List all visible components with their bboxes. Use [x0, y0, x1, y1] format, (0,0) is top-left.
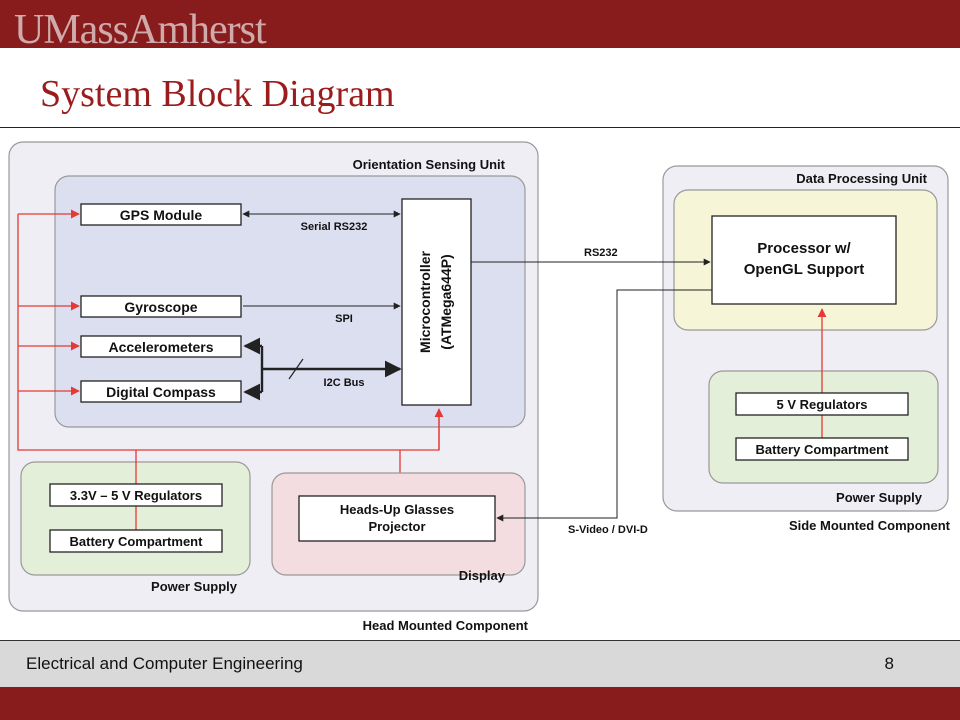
digital-compass-box	[80, 380, 242, 403]
head-battery-box	[49, 529, 223, 553]
spi-link-label: SPI	[335, 313, 353, 325]
top-banner: UMassAmherst	[0, 0, 960, 48]
side-regulators-label: 5 V Regulators	[776, 397, 867, 412]
i2c-slash	[288, 358, 304, 380]
umass-logo: UMassAmherst	[14, 7, 267, 48]
gps-module-label: GPS Module	[120, 207, 203, 223]
system-block-diagram: Head Mounted Component Orientation Sensi…	[8, 141, 951, 633]
accelerometers-box	[80, 335, 242, 358]
slide-title: System Block Diagram	[40, 73, 395, 115]
department-name: Electrical and Computer Engineering	[26, 654, 303, 673]
projector-label-line1: Heads-Up Glasses	[340, 502, 454, 517]
head-power-supply-label: Power Supply	[151, 579, 238, 594]
head-mounted-label: Head Mounted Component	[363, 618, 529, 633]
gps-module-box	[80, 203, 242, 226]
digital-compass-label: Digital Compass	[106, 384, 216, 400]
microcontroller-part-label: (ATMega644P)	[438, 254, 454, 349]
i2c-bus	[260, 346, 400, 392]
processor-label-line1: Processor w/	[757, 240, 851, 257]
projector-label-line2: Projector	[368, 519, 425, 534]
rs232-label: RS232	[584, 247, 618, 259]
i2c-bus-label: I2C Bus	[324, 377, 365, 389]
processor-label-line2: OpenGL Support	[744, 261, 865, 278]
accelerometers-label: Accelerometers	[108, 339, 213, 355]
projector-box	[298, 495, 496, 542]
side-regulators-box	[735, 392, 909, 416]
bottom-banner	[0, 687, 960, 720]
orientation-unit-label: Orientation Sensing Unit	[353, 157, 506, 172]
video-link	[496, 289, 712, 522]
processor-box	[711, 215, 897, 305]
side-power-supply	[708, 370, 939, 484]
head-regulators-box	[49, 483, 223, 507]
side-battery-box	[735, 437, 909, 461]
footer-bar: Electrical and Computer Engineering 8	[0, 640, 960, 687]
head-regulators-label: 3.3V – 5 V Regulators	[70, 488, 202, 503]
microcontroller-box	[401, 198, 472, 406]
gyroscope-box	[80, 295, 242, 318]
side-mounted-label: Side Mounted Component	[789, 518, 951, 533]
side-battery-label: Battery Compartment	[756, 442, 890, 457]
side-power-supply-label: Power Supply	[836, 490, 923, 505]
microcontroller-label: Microcontroller	[417, 250, 433, 352]
serial-link-label: Serial RS232	[301, 221, 368, 233]
gyroscope-label: Gyroscope	[124, 299, 197, 315]
display-label: Display	[459, 568, 506, 583]
page-number: 8	[884, 654, 894, 673]
video-link-label: S-Video / DVI-D	[568, 524, 648, 536]
data-processing-label: Data Processing Unit	[796, 171, 927, 186]
head-battery-label: Battery Compartment	[70, 534, 204, 549]
title-divider	[0, 127, 960, 128]
